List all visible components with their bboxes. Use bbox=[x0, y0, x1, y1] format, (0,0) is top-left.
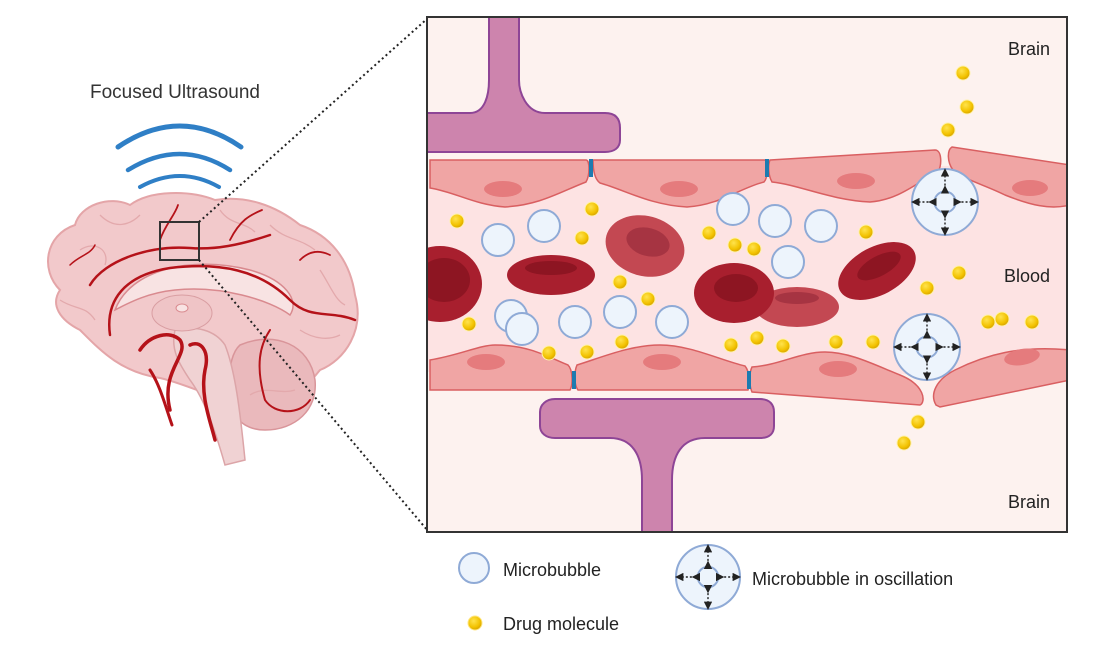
drug-molecule bbox=[910, 414, 926, 430]
zoom-connector-lines bbox=[198, 17, 429, 532]
drug-molecules bbox=[449, 65, 1040, 451]
red-blood-cell bbox=[507, 255, 595, 295]
microbubble-icon bbox=[458, 552, 490, 584]
drug-molecule bbox=[1024, 314, 1040, 330]
legend-item-oscillation: Microbubble in oscillation bbox=[675, 544, 953, 610]
brainstem bbox=[173, 327, 246, 466]
drug-molecule bbox=[940, 122, 956, 138]
microbubble bbox=[655, 305, 689, 339]
tight-junction bbox=[747, 371, 751, 389]
microbubble bbox=[716, 192, 750, 226]
red-blood-cell bbox=[755, 287, 839, 327]
drug-molecule bbox=[865, 334, 881, 350]
microbubble bbox=[505, 312, 539, 346]
microbubble bbox=[481, 223, 515, 257]
cerebral-arteries bbox=[69, 204, 357, 442]
microbubble bbox=[771, 245, 805, 279]
drug-molecule bbox=[579, 344, 595, 360]
drug-molecule bbox=[994, 311, 1010, 327]
tight-junction bbox=[572, 371, 576, 389]
microbubble bbox=[758, 204, 792, 238]
drug-molecule bbox=[584, 201, 600, 217]
drug-molecule bbox=[959, 99, 975, 115]
drug-molecule bbox=[919, 280, 935, 296]
microbubble bbox=[558, 305, 592, 339]
red-blood-cell bbox=[428, 246, 482, 322]
drug-molecule bbox=[896, 435, 912, 451]
drug-molecule bbox=[775, 338, 791, 354]
red-blood-cell bbox=[838, 242, 916, 300]
microbubble bbox=[804, 209, 838, 243]
legend-label: Drug molecule bbox=[503, 614, 619, 634]
oscillating-microbubble-icon bbox=[675, 544, 741, 610]
drug-molecule bbox=[828, 334, 844, 350]
microbubbles bbox=[481, 192, 838, 346]
drug-molecule bbox=[723, 337, 739, 353]
drug-molecule bbox=[614, 334, 630, 350]
astrocyte-endfoot-bottom bbox=[539, 398, 775, 531]
focused-ultrasound-title: Focused Ultrasound bbox=[90, 82, 260, 103]
drug-molecule bbox=[749, 330, 765, 346]
red-blood-cell bbox=[605, 215, 685, 277]
drug-molecule-icon bbox=[467, 615, 483, 631]
focus-region-box bbox=[159, 221, 200, 261]
drug-molecule bbox=[461, 316, 477, 332]
endothelial-layer-bottom bbox=[429, 344, 1066, 408]
endothelial-nuclei-bottom bbox=[467, 348, 1040, 377]
tight-junction bbox=[765, 159, 769, 177]
bbb-detail-panel: Brain Blood Brain bbox=[426, 16, 1068, 533]
drug-molecule bbox=[727, 237, 743, 253]
detail-panel-frame bbox=[426, 16, 1068, 533]
microbubble bbox=[603, 295, 637, 329]
drug-molecule bbox=[955, 65, 971, 81]
endothelial-nuclei-top bbox=[484, 173, 1048, 197]
legend: Microbubble Drug molecule Microbubble in… bbox=[458, 544, 953, 634]
microbubble bbox=[527, 209, 561, 243]
legend-label: Microbubble in oscillation bbox=[752, 569, 953, 589]
drug-molecule bbox=[951, 265, 967, 281]
oscillating-microbubbles bbox=[893, 168, 979, 381]
label-brain-top: Brain bbox=[1008, 39, 1050, 59]
drug-molecule bbox=[449, 213, 465, 229]
drug-molecule bbox=[858, 224, 874, 240]
drug-molecule bbox=[746, 241, 762, 257]
drug-molecule bbox=[541, 345, 557, 361]
brain-sulci bbox=[59, 209, 346, 396]
red-blood-cell bbox=[694, 263, 774, 323]
label-brain-bottom: Brain bbox=[1008, 492, 1050, 512]
drug-molecule bbox=[980, 314, 996, 330]
legend-item-microbubble: Microbubble bbox=[458, 552, 601, 584]
drug-molecule bbox=[701, 225, 717, 241]
legend-item-drug: Drug molecule bbox=[467, 614, 619, 634]
legend-label: Microbubble bbox=[503, 560, 601, 580]
red-blood-cells bbox=[428, 215, 916, 327]
brain-illustration: Focused Ultrasound bbox=[47, 17, 429, 532]
tight-junction bbox=[589, 159, 593, 177]
label-blood: Blood bbox=[1004, 266, 1050, 286]
drug-molecule bbox=[612, 274, 628, 290]
astrocyte-endfoot-top bbox=[428, 18, 621, 153]
drug-molecule bbox=[574, 230, 590, 246]
drug-molecule bbox=[640, 291, 656, 307]
